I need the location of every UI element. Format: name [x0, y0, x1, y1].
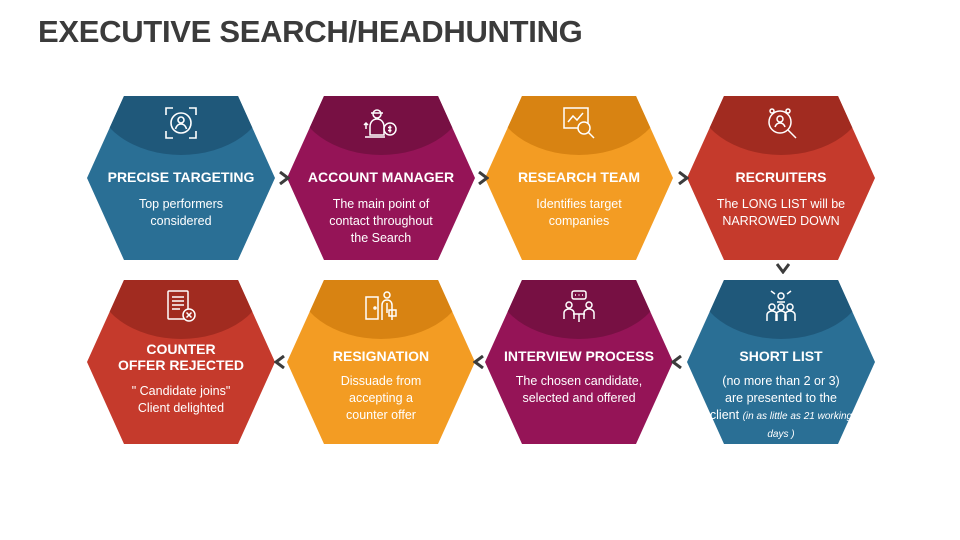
hexagon-shape: [687, 96, 875, 260]
step-description: The chosen candidate, selected and offer…: [498, 373, 660, 407]
step-interview-process: INTERVIEW PROCESS The chosen candidate, …: [484, 279, 674, 445]
description-line: The LONG LIST will be: [716, 197, 846, 211]
hexagon-shape: [287, 96, 475, 260]
chevron-left-icon: [473, 355, 484, 369]
description-line: NARROWED DOWN: [722, 214, 840, 228]
hexagon-shape: [87, 96, 275, 260]
description-line: the Search: [350, 231, 412, 245]
chevron-left-icon: [671, 355, 682, 369]
step-heading: COUNTER OFFER REJECTED: [96, 341, 266, 373]
chevron-right-icon: [478, 171, 489, 185]
hexagon-shape: [287, 280, 475, 444]
description-line: Client delighted: [137, 401, 225, 415]
step-heading: RECRUITERS: [735, 169, 827, 185]
step-heading: SHORT LIST: [739, 348, 823, 364]
step-description: The main point of contact throughout the…: [308, 196, 454, 247]
description-line: Dissuade from: [340, 374, 422, 388]
description-line: client (in as little as 21 working days …: [700, 407, 862, 443]
hexagon-shape: [485, 96, 673, 260]
chevron-right-icon: [279, 171, 290, 185]
page-title: EXECUTIVE SEARCH/HEADHUNTING: [38, 14, 583, 49]
description-line: Top performers: [138, 197, 224, 211]
heading-line: OFFER REJECTED: [117, 357, 244, 373]
people-search-icon: [768, 108, 797, 139]
hexagon-shape: [87, 280, 275, 444]
description-line: considered: [150, 214, 212, 228]
step-description: Identifies target companies: [506, 196, 652, 230]
chevron-left-icon: [274, 355, 285, 369]
step-description: " Candidate joins" Client delighted: [108, 383, 254, 417]
description-line: " Candidate joins": [131, 384, 231, 398]
step-description: The LONG LIST will be NARROWED DOWN: [708, 196, 854, 230]
step-heading: RESIGNATION: [332, 348, 430, 364]
description-line: companies: [548, 214, 610, 228]
interview-icon: [563, 290, 595, 322]
chart-magnifier-icon: [563, 107, 595, 139]
step-resignation: RESIGNATION Dissuade from accepting a co…: [286, 279, 476, 445]
hexagon-shape: [485, 280, 673, 444]
hexagon-shape: [687, 280, 875, 444]
chevron-right-icon: [678, 171, 689, 185]
description-line: The main point of: [332, 197, 430, 211]
step-research-team: RESEARCH TEAM Identifies target companie…: [484, 95, 674, 261]
resignation-icon: [365, 291, 397, 320]
step-heading: RESEARCH TEAM: [517, 169, 641, 185]
description-line: selected and offered: [522, 391, 636, 405]
step-description: Dissuade from accepting a counter offer: [308, 373, 454, 424]
step-precise-targeting: PRECISE TARGETING Top performers conside…: [86, 95, 276, 261]
description-line: counter offer: [346, 408, 416, 422]
team-selection-icon: [766, 290, 796, 321]
step-heading: ACCOUNT MANAGER: [307, 169, 455, 185]
description-line: Identifies target: [536, 197, 622, 211]
description-line: contact throughout: [329, 214, 433, 228]
chevron-down-icon: [776, 263, 790, 274]
description-line: (no more than 2 or 3): [722, 374, 840, 388]
step-heading: PRECISE TARGETING: [107, 169, 255, 185]
description-line: are presented to the: [725, 391, 837, 405]
timing-note: (in as little as 21 working days ): [742, 411, 853, 440]
step-account-manager: ACCOUNT MANAGER The main point of contac…: [286, 95, 476, 261]
manager-money-icon: [363, 109, 397, 138]
target-person-icon: [165, 107, 197, 139]
step-counter-offer-rejected: COUNTER OFFER REJECTED " Candidate joins…: [86, 279, 276, 445]
rejected-document-icon: [167, 290, 196, 322]
heading-line: COUNTER: [146, 341, 216, 357]
description-line: The chosen candidate,: [515, 374, 643, 388]
step-recruiters: RECRUITERS The LONG LIST will be NARROWE…: [686, 95, 876, 261]
step-heading: INTERVIEW PROCESS: [504, 348, 654, 364]
description-line: accepting a: [349, 391, 413, 405]
description-line-text: client: [709, 408, 740, 422]
step-description: (no more than 2 or 3) are presented to t…: [700, 373, 862, 443]
step-description: Top performers considered: [108, 196, 254, 230]
step-short-list: SHORT LIST (no more than 2 or 3) are pre…: [686, 279, 876, 445]
